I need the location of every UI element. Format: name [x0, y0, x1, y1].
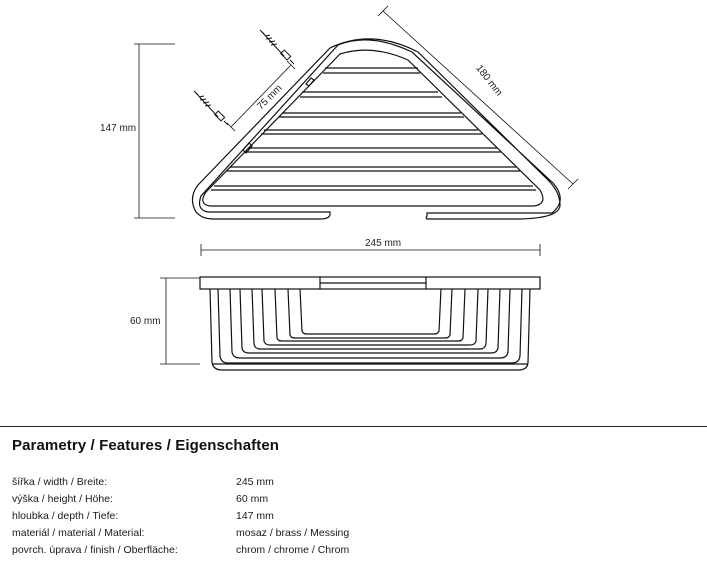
spec-row-depth: hloubka / depth / Tiefe: 147 mm — [12, 508, 432, 525]
spec-row-finish: povrch. úprava / finish / Oberfläche: ch… — [12, 542, 432, 559]
height-label: 60 mm — [130, 316, 161, 327]
spec-label: výška / height / Höhe: — [12, 493, 113, 505]
top-view — [191, 38, 561, 220]
features-table: šířka / width / Breite: 245 mm výška / h… — [12, 474, 432, 559]
spec-label: šířka / width / Breite: — [12, 476, 108, 488]
spec-label: povrch. úprava / finish / Oberfläche: — [12, 544, 178, 556]
features-heading: Parametry / Features / Eigenschaften — [12, 437, 280, 454]
spec-row-width: šířka / width / Breite: 245 mm — [12, 474, 432, 491]
side-length-dimension — [377, 5, 579, 190]
spec-label: hloubka / depth / Tiefe: — [12, 510, 119, 522]
width-dimension — [200, 244, 541, 256]
section-divider — [0, 426, 707, 427]
spec-label: materiál / material / Material: — [12, 527, 145, 539]
spec-value: 245 mm — [236, 476, 274, 488]
side-length-label: 180 mm — [473, 63, 504, 98]
wall-screw-upper — [259, 29, 295, 65]
wall-screw-lower — [193, 90, 229, 126]
depth-dimension — [134, 43, 175, 219]
spec-value: mosaz / brass / Messing — [236, 527, 350, 539]
spec-row-material: materiál / material / Material: mosaz / … — [12, 525, 432, 542]
front-view — [199, 276, 541, 371]
mount-spacing-dimension — [226, 60, 296, 132]
height-dimension — [160, 277, 200, 365]
spec-value: 60 mm — [236, 493, 269, 505]
spec-value: 147 mm — [236, 510, 274, 522]
spec-value: chrom / chrome / Chrom — [236, 544, 350, 556]
width-label: 245 mm — [365, 238, 401, 249]
spec-row-height: výška / height / Höhe: 60 mm — [12, 491, 432, 508]
technical-drawing: 147 mm 75 mm 180 mm 245 mm 60 mm — [100, 5, 579, 371]
depth-label: 147 mm — [100, 123, 136, 134]
